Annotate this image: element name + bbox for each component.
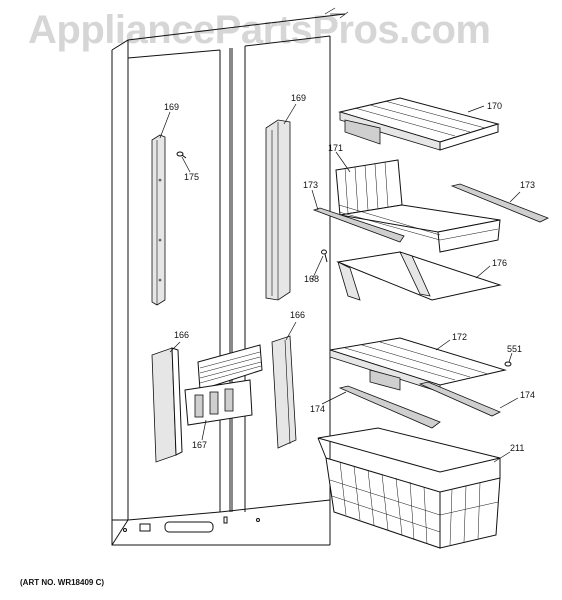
part-176-shelf-frame xyxy=(336,251,502,301)
part-169-left-rail xyxy=(151,134,166,306)
callout-172: 172 xyxy=(452,332,468,342)
leader-lines xyxy=(159,103,521,463)
callout-173-right: 173 xyxy=(520,180,536,190)
part-173-right-rail xyxy=(450,183,549,223)
callout-175: 175 xyxy=(184,172,200,182)
part-169-right-rail xyxy=(265,119,291,301)
part-174-slide-rails xyxy=(338,381,501,429)
callout-171: 171 xyxy=(328,143,344,153)
callout-174-left: 174 xyxy=(310,404,326,414)
part-170-glass-shelf xyxy=(338,97,500,151)
part-551-clip xyxy=(504,361,512,367)
callout-170: 170 xyxy=(487,101,503,111)
part-172-lower-shelf xyxy=(329,337,507,393)
callout-166-left: 166 xyxy=(174,330,190,340)
callout-211: 211 xyxy=(510,443,525,453)
callout-168: 168 xyxy=(304,274,320,284)
callout-167: 167 xyxy=(192,440,208,450)
callout-169-left: 169 xyxy=(164,102,180,112)
part-211-freezer-basket xyxy=(317,427,501,549)
part-167-air-vent xyxy=(184,344,263,426)
part-168-screw xyxy=(321,249,328,263)
part-166-left-panel xyxy=(151,347,183,463)
art-number: (ART NO. WR18409 C) xyxy=(20,578,105,587)
callout-173-left: 173 xyxy=(303,180,319,190)
callout-176: 176 xyxy=(492,258,508,268)
part-175-screw xyxy=(176,151,187,159)
callout-166-right: 166 xyxy=(290,310,306,320)
callout-174-right: 174 xyxy=(520,390,536,400)
part-166-right-panel xyxy=(271,335,297,449)
callout-169-right: 169 xyxy=(291,93,307,103)
callout-551: 551 xyxy=(507,344,523,354)
part-171-wire-drawer xyxy=(335,159,501,253)
part-173-left-rail xyxy=(312,207,405,243)
